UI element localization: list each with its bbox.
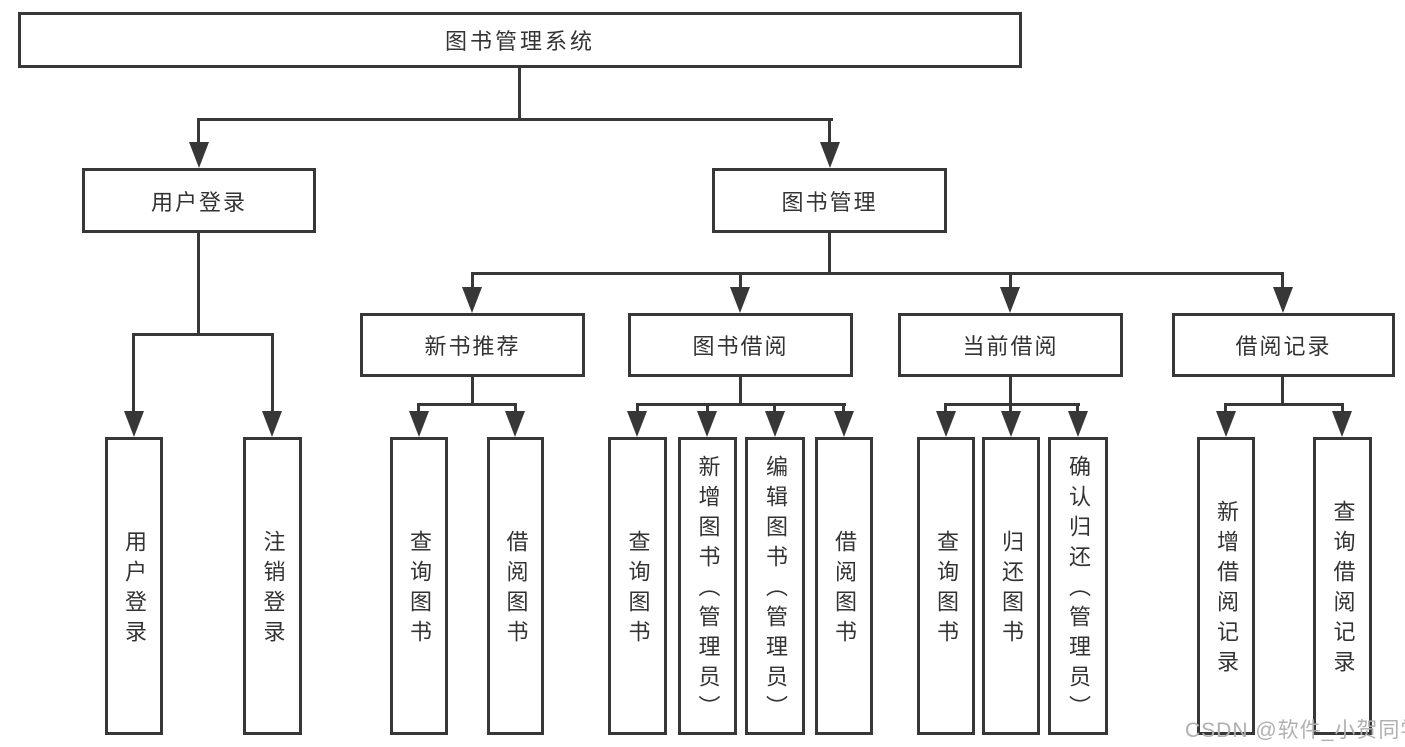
csdn-watermark: CSDN @软件_小贺同学 [1185, 719, 1405, 742]
arrowhead-icon [697, 411, 717, 437]
connector-drop-borrow-record [1281, 272, 1284, 290]
connector-drop-leaf [706, 403, 709, 415]
connector-borrow-record-rail [1224, 403, 1344, 406]
leaf-add-borrow-record: 新增借阅记录 [1197, 437, 1255, 735]
connector-current-borrow-rail [944, 403, 1080, 406]
leaf-query-books-borrowing: 查询图书 [608, 437, 667, 735]
connector-book-borrow-stem [739, 377, 742, 405]
leaf-user-login: 用户登录 [105, 437, 163, 735]
connector-drop-leaf [842, 403, 845, 415]
arrowhead-icon [730, 287, 750, 313]
arrowhead-icon [189, 142, 209, 168]
connector-drop-book-borrow [739, 272, 742, 290]
connector-user-login-stem [197, 233, 200, 335]
leaf-borrow-books-recommend: 借阅图书 [487, 437, 544, 735]
leaf-query-books-recommend: 查询图书 [390, 437, 448, 735]
leaf-borrow-books: 借阅图书 [815, 437, 873, 735]
leaf-edit-books-admin: 编辑图书（管理员） [745, 437, 805, 735]
connector-drop-leaf [417, 403, 420, 415]
leaf-query-books-current: 查询图书 [917, 437, 975, 735]
arrowhead-icon [1000, 287, 1020, 313]
connector-root-stem [518, 68, 521, 120]
arrowhead-icon [262, 411, 282, 437]
connector-drop-leaf [1224, 403, 1227, 415]
arrowhead-icon [627, 411, 647, 437]
connector-level3-rail [471, 272, 1284, 275]
connector-drop-book-management [828, 118, 831, 148]
connector-drop-leaf [773, 403, 776, 415]
connector-drop-leaf [1076, 403, 1079, 415]
arrowhead-icon [1273, 287, 1293, 313]
connector-user-login-rail [132, 333, 274, 336]
connector-current-borrow-stem [1009, 377, 1012, 405]
arrowhead-icon [820, 142, 840, 168]
connector-new-book-stem [471, 377, 474, 405]
node-new-book-recommend: 新书推荐 [360, 313, 585, 377]
node-book-management: 图书管理 [712, 168, 947, 233]
node-borrowing-records: 借阅记录 [1172, 313, 1395, 377]
connector-drop-leaf [1341, 403, 1344, 415]
connector-book-mgmt-stem [828, 233, 831, 274]
arrowhead-icon [1001, 411, 1021, 437]
node-book-borrowing: 图书借阅 [628, 313, 853, 377]
connector-drop-user-login [197, 118, 200, 148]
arrowhead-icon [505, 411, 525, 437]
connector-drop-leaf [636, 403, 639, 415]
arrowhead-icon [124, 411, 144, 437]
arrowhead-icon [1332, 411, 1352, 437]
arrowhead-icon [765, 411, 785, 437]
arrowhead-icon [462, 287, 482, 313]
node-root-library-system: 图书管理系统 [18, 12, 1022, 68]
leaf-logout: 注销登录 [243, 437, 302, 735]
connector-drop-logout-leaf [271, 333, 274, 413]
leaf-confirm-return-admin: 确认归还（管理员） [1048, 437, 1108, 735]
connector-drop-current-borrow [1009, 272, 1012, 290]
connector-drop-leaf [514, 403, 517, 415]
node-current-borrowing: 当前借阅 [898, 313, 1123, 377]
node-user-login: 用户登录 [82, 168, 316, 233]
connector-drop-leaf [944, 403, 947, 415]
arrowhead-icon [1216, 411, 1236, 437]
arrowhead-icon [936, 411, 956, 437]
connector-drop-login-leaf [132, 333, 135, 413]
arrowhead-icon [834, 411, 854, 437]
connector-drop-leaf [1009, 403, 1012, 415]
connector-borrow-record-stem [1281, 377, 1284, 405]
connector-book-borrow-rail [636, 403, 846, 406]
connector-level2-rail [197, 118, 833, 121]
leaf-return-books: 归还图书 [982, 437, 1040, 735]
leaf-query-borrow-record: 查询借阅记录 [1313, 437, 1372, 735]
arrowhead-icon [409, 411, 429, 437]
arrowhead-icon [1068, 411, 1088, 437]
connector-new-book-rail [417, 403, 517, 406]
connector-drop-new-book [471, 272, 474, 290]
leaf-add-books-admin: 新增图书（管理员） [678, 437, 737, 735]
